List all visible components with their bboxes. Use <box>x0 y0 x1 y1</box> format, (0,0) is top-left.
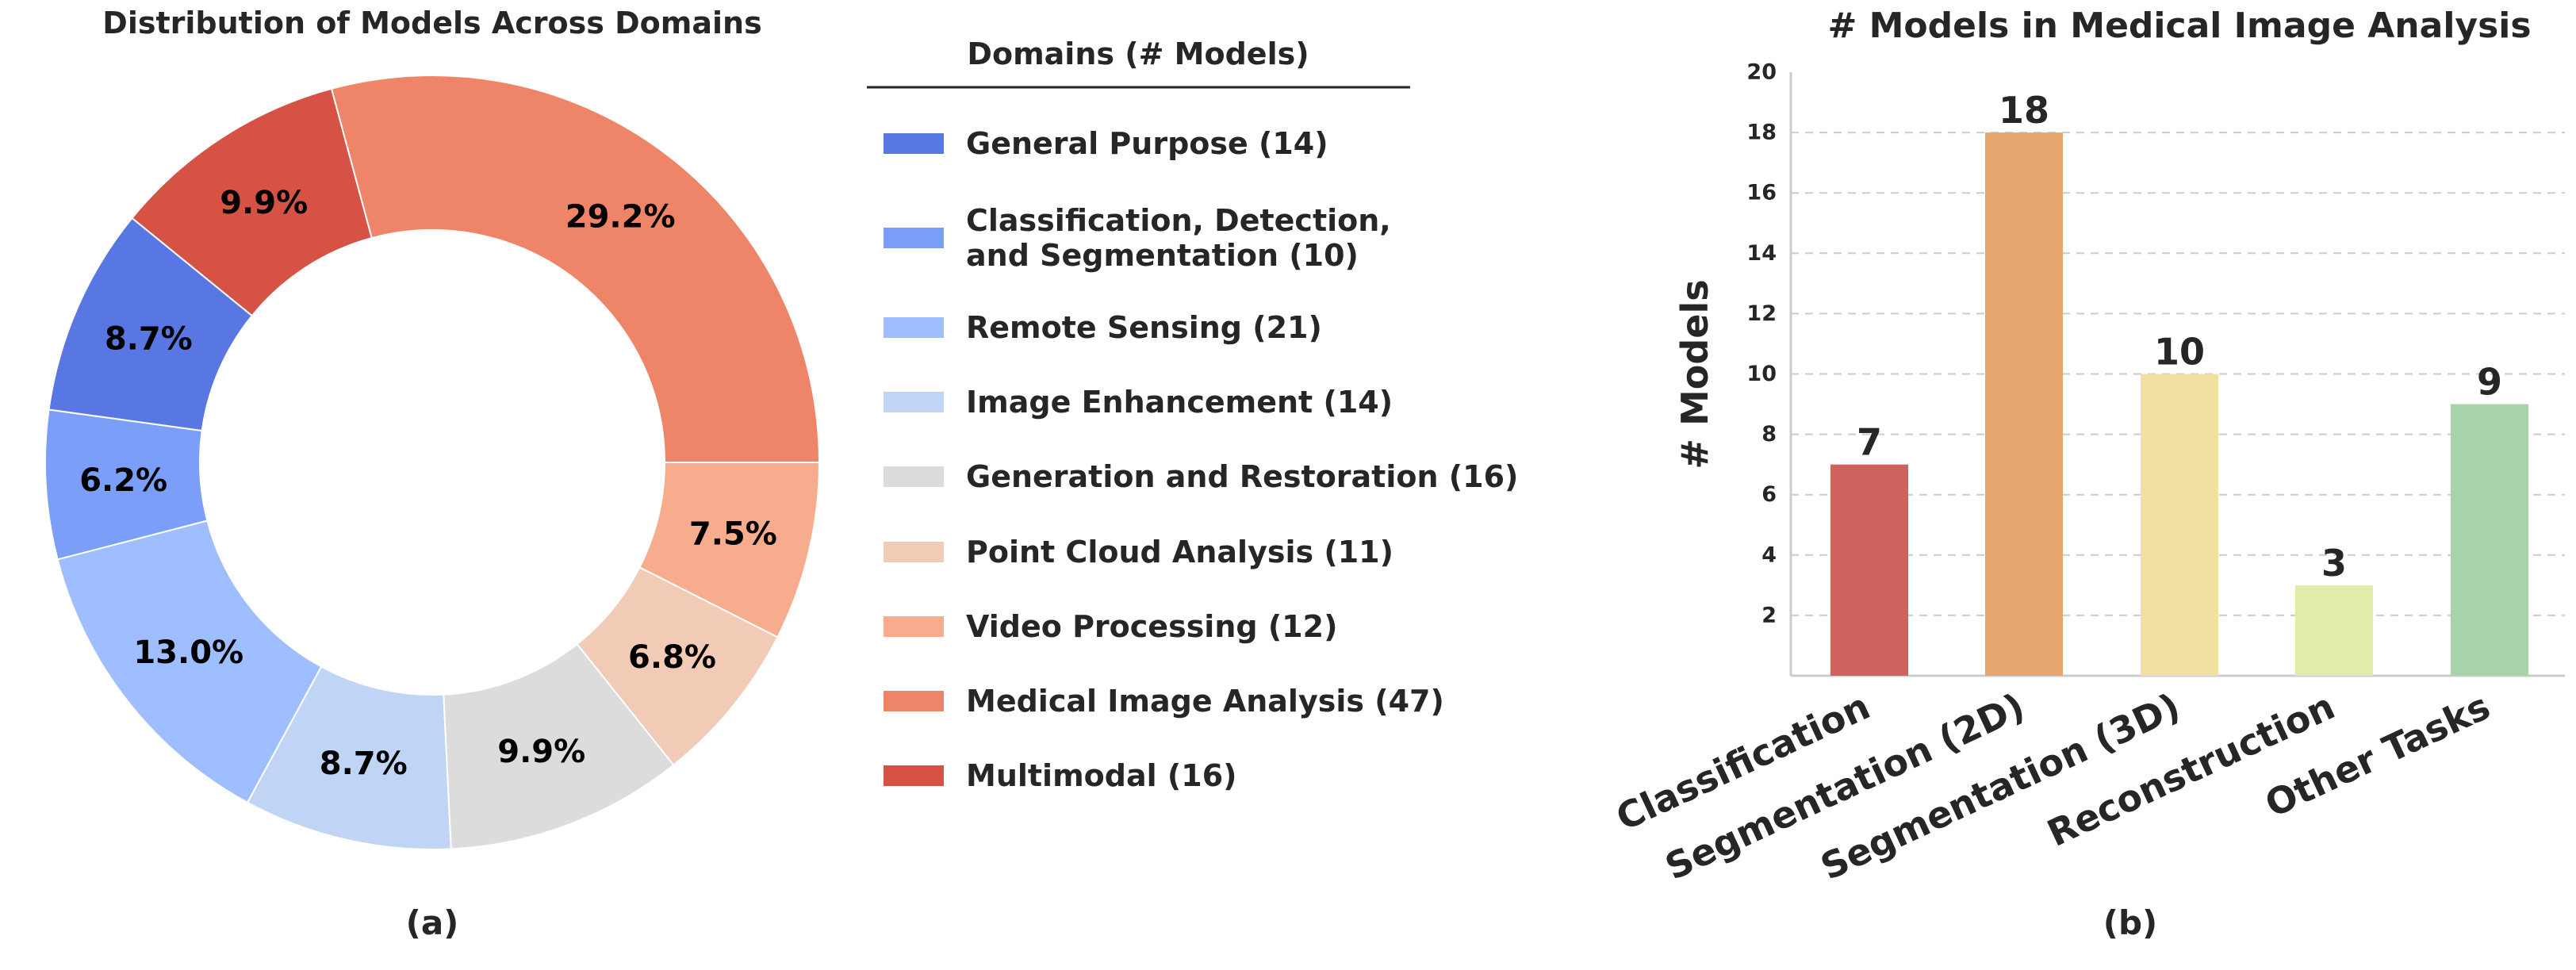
donut-chart-title: Distribution of Models Across Domains <box>102 6 761 40</box>
legend-label: Generation and Restoration (16) <box>966 459 1518 494</box>
legend-label: Remote Sensing (21) <box>966 310 1322 345</box>
donut-percent-label-8: 7.5% <box>689 516 777 552</box>
legend-item-3: Image Enhancement (14) <box>884 385 1393 420</box>
legend-swatch <box>884 691 944 711</box>
legend-swatch <box>884 542 944 562</box>
legend-swatch <box>884 765 944 786</box>
bar-y-tick-label: 18 <box>1746 121 1777 145</box>
bar-value-label-0: 7 <box>1857 421 1882 464</box>
legend-item-0: General Purpose (14) <box>884 126 1328 161</box>
legend-entries: General Purpose (14) Classification, Dete… <box>884 126 1518 793</box>
bar-y-tick-labels: 2 4 6 8 10 12 14 16 18 20 <box>1746 60 1777 628</box>
bar-y-tick-label: 14 <box>1746 241 1777 266</box>
bar-2 <box>2141 374 2218 676</box>
donut-percent-label-3: 6.2% <box>79 462 167 499</box>
donut-percent-label-5: 8.7% <box>320 746 408 782</box>
donut-percent-labels: 29.2% 9.9% 8.7% 6.2% 13.0% 8.7% 9.9% 6.8% 7.5% <box>79 185 777 782</box>
legend-swatch <box>884 133 944 154</box>
bar-3 <box>2295 585 2373 676</box>
bar-value-label-2: 10 <box>2154 331 2205 374</box>
bar-value-label-4: 9 <box>2477 361 2502 404</box>
bar-0 <box>1830 464 1908 676</box>
legend-label: Image Enhancement (14) <box>966 385 1393 420</box>
donut-chart-panel: Distribution of Models Across Domains 29… <box>44 6 821 942</box>
panel-label-b: (b) <box>2103 903 2157 942</box>
bar-y-tick-label: 10 <box>1746 362 1777 386</box>
bar-y-axis-label: # Models <box>1673 279 1716 469</box>
bar-y-tick-label: 12 <box>1746 301 1777 326</box>
legend-item-5: Point Cloud Analysis (11) <box>884 535 1393 569</box>
legend-swatch <box>884 228 944 248</box>
legend-swatch <box>884 616 944 637</box>
legend-item-8: Multimodal (16) <box>884 758 1237 793</box>
legend-label: Classification, Detection, <box>966 203 1391 238</box>
legend-label: Medical Image Analysis (47) <box>966 684 1444 719</box>
bar-y-tick-label: 16 <box>1746 181 1777 205</box>
legend-item-6: Video Processing (12) <box>884 609 1337 644</box>
donut-percent-label-4: 13.0% <box>133 635 243 671</box>
bar-chart-panel: # Models in Medical Image Analysis 2 4 6 8 1… <box>1610 6 2565 942</box>
legend-swatch <box>884 392 944 412</box>
legend-item-7: Medical Image Analysis (47) <box>884 684 1444 719</box>
legend-title: Domains (# Models) <box>967 36 1309 71</box>
legend-swatch <box>884 466 944 487</box>
donut-percent-label-6: 9.9% <box>497 734 585 770</box>
legend-label: Video Processing (12) <box>966 609 1337 644</box>
donut-slice-8 <box>638 462 821 638</box>
legend-item-4: Generation and Restoration (16) <box>884 459 1518 494</box>
legend: Domains (# Models) General Purpose (14) C… <box>867 36 1518 793</box>
bar-y-tick-label: 4 <box>1761 543 1777 567</box>
legend-label: Multimodal (16) <box>966 758 1237 793</box>
legend-label: Point Cloud Analysis (11) <box>966 535 1393 569</box>
donut-slices <box>44 75 821 850</box>
bar-y-tick-label: 8 <box>1761 422 1777 447</box>
legend-label: General Purpose (14) <box>966 126 1328 161</box>
donut-percent-label-2: 8.7% <box>105 321 193 358</box>
panel-label-a: (a) <box>406 903 459 942</box>
bar-value-label-3: 3 <box>2321 542 2347 585</box>
legend-item-1: Classification, Detection,and Segmentati… <box>884 203 1391 273</box>
bar-value-label-1: 18 <box>1999 89 2049 132</box>
donut-percent-label-0: 29.2% <box>565 198 676 235</box>
donut-slice-0 <box>330 75 821 463</box>
bar-1 <box>1985 132 2063 677</box>
bar-y-tick-label: 2 <box>1761 603 1777 627</box>
bar-chart-title: # Models in Medical Image Analysis <box>1827 6 2531 46</box>
donut-percent-label-7: 6.8% <box>628 639 716 676</box>
legend-swatch <box>884 317 944 338</box>
bar-value-labels: 7 18 10 3 9 <box>1857 89 2502 585</box>
donut-slice-4 <box>56 520 323 804</box>
bar-y-tick-label: 6 <box>1761 482 1777 507</box>
legend-item-2: Remote Sensing (21) <box>884 310 1322 345</box>
donut-percent-label-1: 9.9% <box>220 185 308 221</box>
bar-bars <box>1830 132 2528 677</box>
bar-y-tick-label: 20 <box>1746 60 1777 85</box>
legend-label: and Segmentation (10) <box>966 238 1359 273</box>
bar-4 <box>2451 404 2528 676</box>
